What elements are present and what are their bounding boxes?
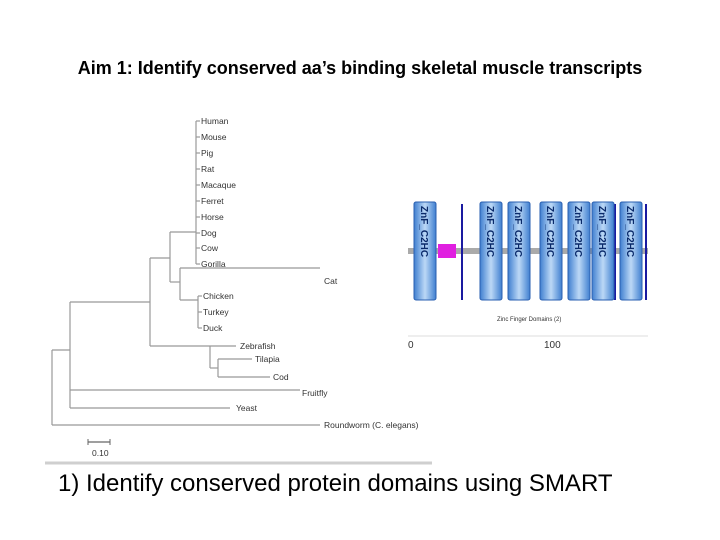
phylogenetic-tree [51,120,320,426]
leaf-zebrafish: Zebrafish [240,341,276,351]
znf-c2hc-domain: ZnF_C2HC [479,201,503,301]
svg-text:ZnF_C2HC: ZnF_C2HC [624,206,635,257]
leaf-duck: Duck [203,323,223,333]
leaf-human: Human [201,116,229,126]
leaf-yeast: Yeast [236,403,258,413]
tree-leaf-labels: Human Mouse Pig Rat Macaque Ferret Horse… [201,116,419,430]
leaf-cat: Cat [324,276,338,286]
znf-c2hc-domain: ZnF_C2HC [591,201,615,301]
leaf-chicken: Chicken [203,291,234,301]
scale-bar-label: 0.10 [92,448,109,458]
low-complexity-motif [438,244,456,258]
znf-c2hc-domain: ZnF_C2HC [539,201,563,301]
axis-tick-0: 0 [408,340,414,351]
leaf-rat: Rat [201,164,215,174]
leaf-cow: Cow [201,243,219,253]
leaf-dog: Dog [201,228,217,238]
scale-bar: 0.10 [87,439,111,458]
leaf-roundworm: Roundworm (C. elegans) [324,420,419,430]
svg-text:ZnF_C2HC: ZnF_C2HC [418,206,429,257]
axis-tick-100: 100 [544,340,561,351]
leaf-pig: Pig [201,148,214,158]
leaf-fruitfly: Fruitfly [302,388,328,398]
leaf-ferret: Ferret [201,196,224,206]
svg-text:ZnF_C2HC: ZnF_C2HC [512,206,523,257]
slide-caption: 1) Identify conserved protein domains us… [58,470,613,497]
leaf-cod: Cod [273,372,289,382]
znf-c2hc-domain: ZnF_C2HC [567,201,591,301]
slide-title: Aim 1: Identify conserved aa’s binding s… [77,58,643,78]
znf-c2hc-domain: ZnF_C2HC [413,201,437,301]
domain-legend: Zinc Finger Domains (2) [497,317,561,323]
smart-diagram: ZnF_C2HC ZnF_C2HC ZnF_C2HC ZnF_C2HC ZnF_… [408,201,648,351]
leaf-horse: Horse [201,212,224,222]
leaf-tilapia: Tilapia [255,354,280,364]
svg-text:ZnF_C2HC: ZnF_C2HC [596,206,607,257]
leaf-turkey: Turkey [203,307,229,317]
svg-text:ZnF_C2HC: ZnF_C2HC [572,206,583,257]
leaf-macaque: Macaque [201,180,236,190]
leaf-gorilla: Gorilla [201,259,226,269]
svg-text:ZnF_C2HC: ZnF_C2HC [484,206,495,257]
znf-c2hc-domain: ZnF_C2HC [619,201,643,301]
znf-c2hc-domain: ZnF_C2HC [507,201,531,301]
svg-text:ZnF_C2HC: ZnF_C2HC [544,206,555,257]
leaf-mouse: Mouse [201,132,227,142]
